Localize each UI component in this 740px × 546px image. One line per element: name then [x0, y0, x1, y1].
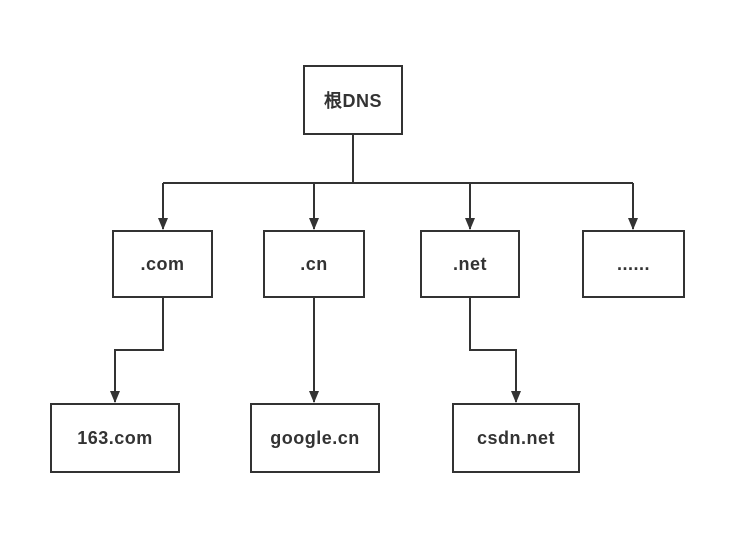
node-com-label: .com — [140, 253, 185, 274]
node-root-dns: 根DNS — [303, 65, 403, 135]
node-ellipsis: ...... — [582, 230, 685, 298]
edge-com-to-163com — [110, 298, 164, 403]
node-csdnnet-label: csdn.net — [476, 427, 555, 448]
node-net: .net — [420, 230, 520, 298]
node-com: .com — [112, 230, 213, 298]
node-ellipsis-label: ...... — [616, 253, 650, 274]
node-net-label: .net — [452, 253, 487, 274]
node-163com-label: 163.com — [77, 427, 153, 448]
node-root-dns-label: 根DNS — [323, 91, 382, 111]
node-googlecn-label: google.cn — [270, 427, 360, 448]
node-googlecn: google.cn — [250, 403, 380, 473]
node-163com: 163.com — [50, 403, 180, 473]
node-csdnnet: csdn.net — [452, 403, 580, 473]
node-cn-label: .cn — [300, 253, 328, 274]
node-cn: .cn — [263, 230, 365, 298]
edge-net-to-csdnnet — [469, 298, 521, 403]
